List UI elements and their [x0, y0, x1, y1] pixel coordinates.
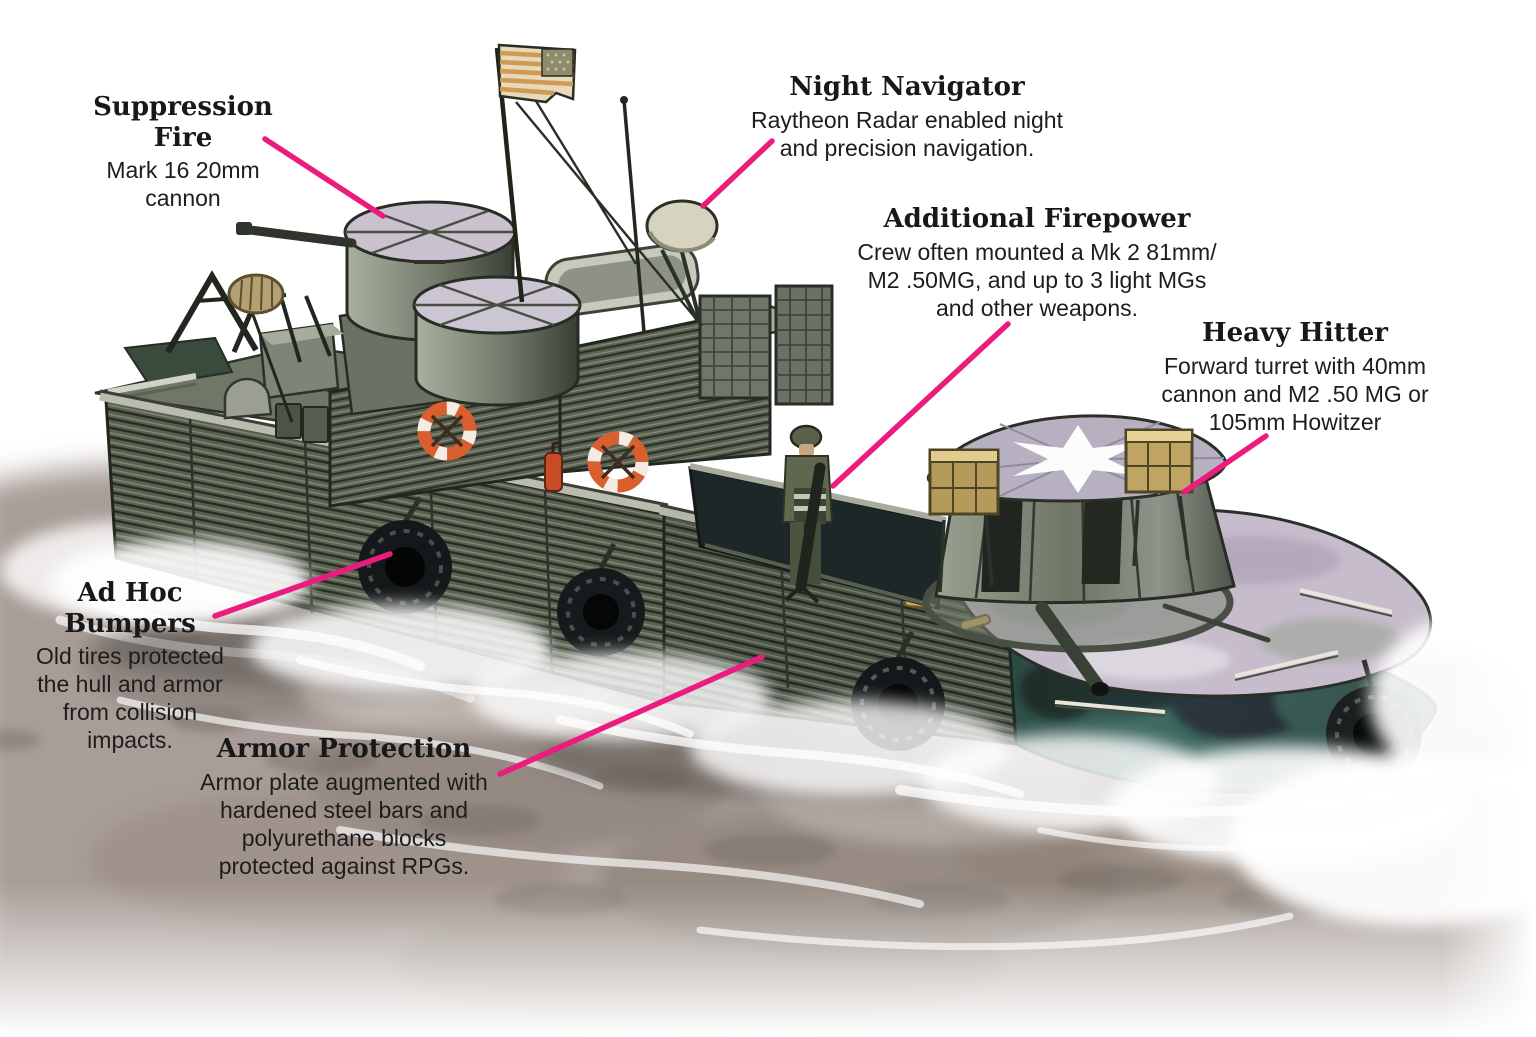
leader-line-additional-firepower: [830, 321, 1011, 489]
tire-bumper: [557, 542, 645, 656]
ammo-cage-box: [928, 448, 1000, 593]
callout-additional-firepower: Additional Firepower Crew often mounted …: [827, 204, 1247, 322]
callout-armor-protection: Armor Protection Armor plate augmented w…: [178, 734, 510, 880]
callout-title: Armor Protection: [216, 734, 472, 764]
callout-body: Mark 16 20mm cannon: [106, 157, 260, 212]
callout-body: Old tires protected the hull and armor f…: [36, 643, 224, 754]
white-star: [1013, 425, 1143, 493]
callout-night-navigator: Night Navigator Raytheon Radar enabled n…: [726, 72, 1088, 162]
callout-suppression-fire: Suppression Fire Mark 16 20mm cannon: [53, 92, 313, 212]
masts-and-rigging: [494, 43, 719, 333]
leader-line-heavy-hitter: [1181, 433, 1269, 495]
us-flag: [497, 43, 577, 104]
leader-line-suppression-fire: [262, 136, 386, 219]
leader-line-ad-hoc-bumpers: [212, 551, 393, 619]
callout-title: Ad Hoc Bumpers: [64, 578, 196, 639]
turret-gun-barrel: [1035, 601, 1271, 696]
mark16-cannon-barrel: [236, 222, 357, 248]
life-ring: [587, 431, 649, 493]
leader-line-night-navigator: [700, 138, 775, 209]
callout-ad-hoc-bumpers: Ad Hoc Bumpers Old tires protected the h…: [10, 578, 250, 755]
callout-body: Raytheon Radar enabled night and precisi…: [750, 106, 1063, 161]
bottom-fade: [0, 880, 1536, 1037]
callout-body: Armor plate augmented with hardened stee…: [200, 768, 488, 879]
callout-title: Suppression Fire: [93, 92, 273, 153]
radar-dome: [645, 199, 719, 323]
callout-body: Crew often mounted a Mk 2 81mm/ M2 .50MG…: [857, 238, 1217, 321]
leader-line-armor-protection: [497, 654, 765, 777]
right-fade: [1440, 400, 1536, 1037]
mesh-armor-panel: [698, 284, 834, 406]
callout-title: Additional Firepower: [883, 204, 1191, 234]
callout-heavy-hitter: Heavy Hitter Forward turret with 40mm ca…: [1105, 318, 1485, 436]
life-ring: [417, 401, 477, 461]
ammo-cage-box: [1124, 428, 1194, 567]
callout-title: Night Navigator: [789, 72, 1025, 102]
soldier-figure: [781, 424, 834, 604]
twin-cannon-turrets: [236, 200, 582, 407]
callout-title: Heavy Hitter: [1202, 318, 1388, 348]
tire-bumper: [358, 496, 452, 614]
winch-crane: [165, 270, 332, 423]
heavy-hitter-turret: [922, 414, 1271, 696]
foam-texture: [85, 595, 1395, 818]
callout-body: Forward turret with 40mm cannon and M2 .…: [1161, 352, 1429, 435]
fire-extinguisher: [544, 440, 563, 492]
